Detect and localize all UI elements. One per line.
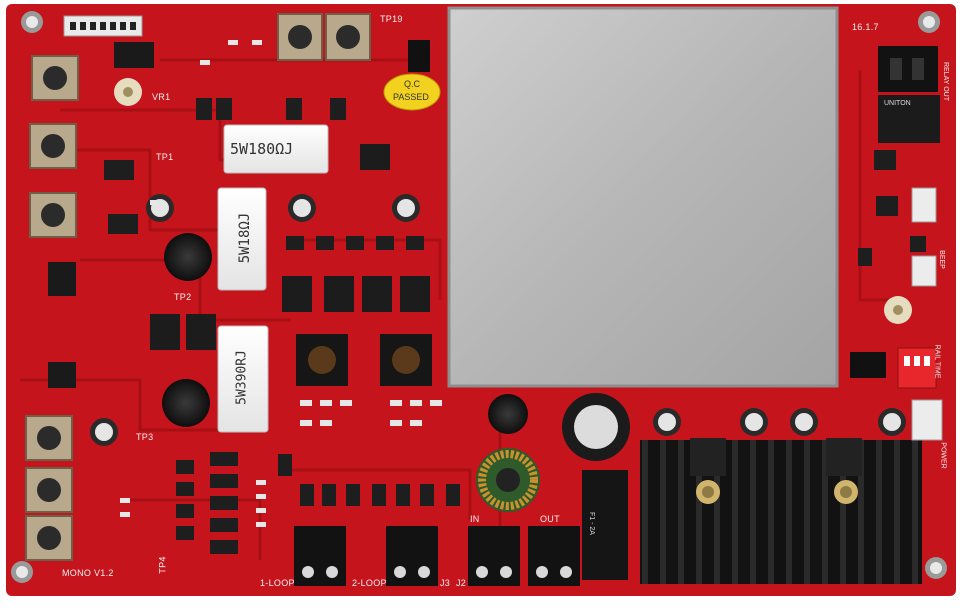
tp1-label: TP1	[156, 152, 174, 162]
top-square-pots	[277, 13, 371, 61]
dip-switch	[897, 347, 937, 389]
white-jst-connectors	[911, 187, 943, 441]
inductors	[296, 334, 432, 386]
rail-time-label: RAIL TIME	[933, 344, 941, 379]
smd-white-parts	[120, 40, 442, 527]
out-label: OUT	[540, 514, 560, 524]
electrolytic-capacitors	[90, 194, 906, 461]
tp3-label: TP3	[136, 432, 154, 442]
qc-sticker-bottom: PASSED	[393, 92, 429, 102]
tp2-label: TP2	[174, 292, 192, 302]
resistor-top-label: 5W180ΩJ	[230, 140, 294, 158]
loop1-label: 1-LOOP	[260, 578, 295, 588]
qc-sticker-top: Q.C	[404, 79, 421, 89]
beep-label: BEEP	[937, 250, 945, 269]
resistor-mid-label: 5W18ΩJ	[237, 212, 253, 264]
metal-shield-can	[447, 6, 839, 388]
top-pin-header	[63, 15, 143, 37]
trimmer-pots	[114, 78, 912, 324]
tp4-label: TP4	[157, 556, 168, 574]
fuse-label: F1 - 2A	[587, 512, 595, 535]
ic-chips	[48, 42, 154, 388]
terminal-blocks	[294, 46, 938, 586]
qc-sticker	[383, 73, 441, 111]
relay-out-label: RELAY OUT	[942, 61, 950, 102]
vr1-label: VR1	[152, 92, 171, 102]
loop2-label: 2-LOOP	[352, 578, 387, 588]
heatsinks	[640, 438, 922, 584]
jumper-headers	[408, 40, 886, 378]
resistor-low-label: 5W390RJ	[234, 350, 250, 405]
power-label: POWER	[939, 442, 947, 469]
model-label: MONO V1.2	[62, 568, 114, 578]
toroid-inductor	[476, 448, 540, 512]
mounting-holes	[11, 11, 947, 583]
power-resistors	[217, 124, 329, 433]
smd-components	[104, 98, 926, 554]
in-label: IN	[470, 514, 480, 524]
tp19-label: TP19	[380, 14, 403, 24]
mosfet-row	[150, 144, 430, 350]
corner-mark: 16.1.7	[852, 22, 879, 32]
fuse-holder	[582, 470, 628, 580]
j2-label: J2	[456, 578, 467, 588]
left-input-jacks	[25, 55, 79, 561]
relay-brand: UNITON	[884, 100, 911, 107]
j3-label: J3	[440, 578, 451, 588]
relay	[878, 95, 940, 143]
